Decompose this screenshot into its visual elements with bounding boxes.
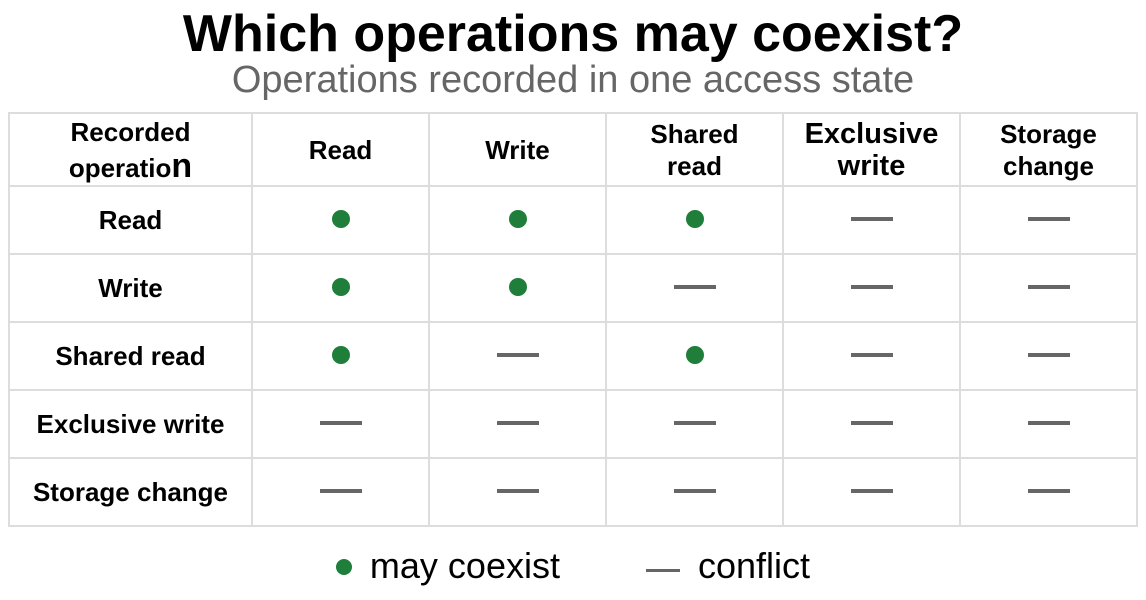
- matrix-cell: [251, 457, 430, 527]
- conflict-dash-icon: [850, 217, 893, 221]
- column-header-write: Write: [428, 112, 607, 187]
- column-header-label: write: [837, 149, 906, 182]
- matrix-cell: [959, 321, 1138, 391]
- conflict-dash-icon: [673, 421, 716, 425]
- column-header-label: Exclusive: [804, 117, 939, 150]
- matrix-cell: [428, 321, 607, 391]
- column-header-label: Read: [308, 134, 373, 165]
- matrix-cell: [251, 253, 430, 323]
- conflict-dash-icon: [1027, 285, 1070, 289]
- conflict-dash-icon: [673, 489, 716, 493]
- coexist-dot-icon: [331, 277, 350, 296]
- matrix-cell: [605, 253, 784, 323]
- conflict-dash-icon: [673, 285, 716, 289]
- conflict-dash-icon: [850, 489, 893, 493]
- diagram-title: Which operations may coexist?: [182, 5, 964, 63]
- matrix-cell: [605, 185, 784, 255]
- legend-item-conflict: conflict: [646, 544, 810, 588]
- conflict-dash-icon: [1027, 421, 1070, 425]
- diagram-subtitle: Operations recorded in one access state: [231, 59, 915, 101]
- column-header-storage-change: Storage change: [959, 112, 1138, 187]
- matrix-cell: [428, 185, 607, 255]
- matrix-cell: [605, 389, 784, 459]
- column-header-exclusive-write: Exclusive write: [782, 112, 961, 187]
- column-header-label: change: [1002, 150, 1095, 181]
- conflict-dash-icon: [319, 421, 362, 425]
- conflict-dash-icon: [850, 353, 893, 357]
- column-header-label: Write: [485, 134, 550, 165]
- matrix-cell: [959, 253, 1138, 323]
- legend-coexist-label: may coexist: [369, 545, 560, 587]
- compatibility-matrix: Recorded operation Read Write Shared rea…: [8, 112, 1138, 527]
- conflict-dash-icon: [646, 569, 681, 573]
- coexist-dot-icon: [335, 558, 352, 575]
- conflict-dash-icon: [496, 489, 539, 493]
- row-header: Storage change: [8, 457, 253, 527]
- row-header: Shared read: [8, 321, 253, 391]
- matrix-cell: [605, 321, 784, 391]
- column-header-label: read: [667, 150, 722, 181]
- coexist-dot-icon: [331, 345, 350, 364]
- column-header-label: Shared: [650, 118, 739, 149]
- corner-header-label-tail: n: [171, 146, 193, 185]
- coexist-dot-icon: [508, 209, 527, 228]
- coexist-dot-icon: [685, 209, 704, 228]
- coexist-dot-icon: [331, 209, 350, 228]
- matrix-cell: [251, 185, 430, 255]
- matrix-cell: [605, 457, 784, 527]
- conflict-dash-icon: [850, 285, 893, 289]
- conflict-dash-icon: [1027, 217, 1070, 221]
- matrix-cell: [428, 457, 607, 527]
- conflict-dash-icon: [496, 421, 539, 425]
- matrix-cell: [959, 457, 1138, 527]
- coexist-dot-icon: [508, 277, 527, 296]
- matrix-cell: [782, 185, 961, 255]
- matrix-row: Exclusive write: [8, 389, 1138, 459]
- conflict-dash-icon: [1027, 489, 1070, 493]
- matrix-cell: [251, 321, 430, 391]
- matrix-cell: [782, 253, 961, 323]
- corner-header: Recorded operation: [8, 112, 253, 187]
- matrix-cell: [782, 457, 961, 527]
- corner-header-label: Recorded operatio: [68, 116, 191, 183]
- header-row: Recorded operation Read Write Shared rea…: [8, 112, 1138, 187]
- conflict-dash-icon: [850, 421, 893, 425]
- matrix-cell: [251, 389, 430, 459]
- legend-item-coexist: may coexist: [335, 544, 560, 588]
- column-header-shared-read: Shared read: [605, 112, 784, 187]
- conflict-dash-icon: [1027, 353, 1070, 357]
- matrix-row: Shared read: [8, 321, 1138, 391]
- conflict-dash-icon: [496, 353, 539, 357]
- matrix-row: Storage change: [8, 457, 1138, 527]
- row-header: Exclusive write: [8, 389, 253, 459]
- row-header: Read: [8, 185, 253, 255]
- matrix-cell: [959, 389, 1138, 459]
- matrix-row: Write: [8, 253, 1138, 323]
- legend: may coexist conflict: [0, 542, 1146, 588]
- conflict-dash-icon: [319, 489, 362, 493]
- matrix-cell: [428, 389, 607, 459]
- column-header-label: Storage: [1000, 118, 1097, 149]
- column-header-read: Read: [251, 112, 430, 187]
- matrix-row: Read: [8, 185, 1138, 255]
- matrix-cell: [959, 185, 1138, 255]
- legend-conflict-label: conflict: [698, 545, 811, 587]
- matrix-cell: [782, 389, 961, 459]
- row-header: Write: [8, 253, 253, 323]
- coexist-dot-icon: [685, 345, 704, 364]
- matrix-cell: [782, 321, 961, 391]
- matrix-cell: [428, 253, 607, 323]
